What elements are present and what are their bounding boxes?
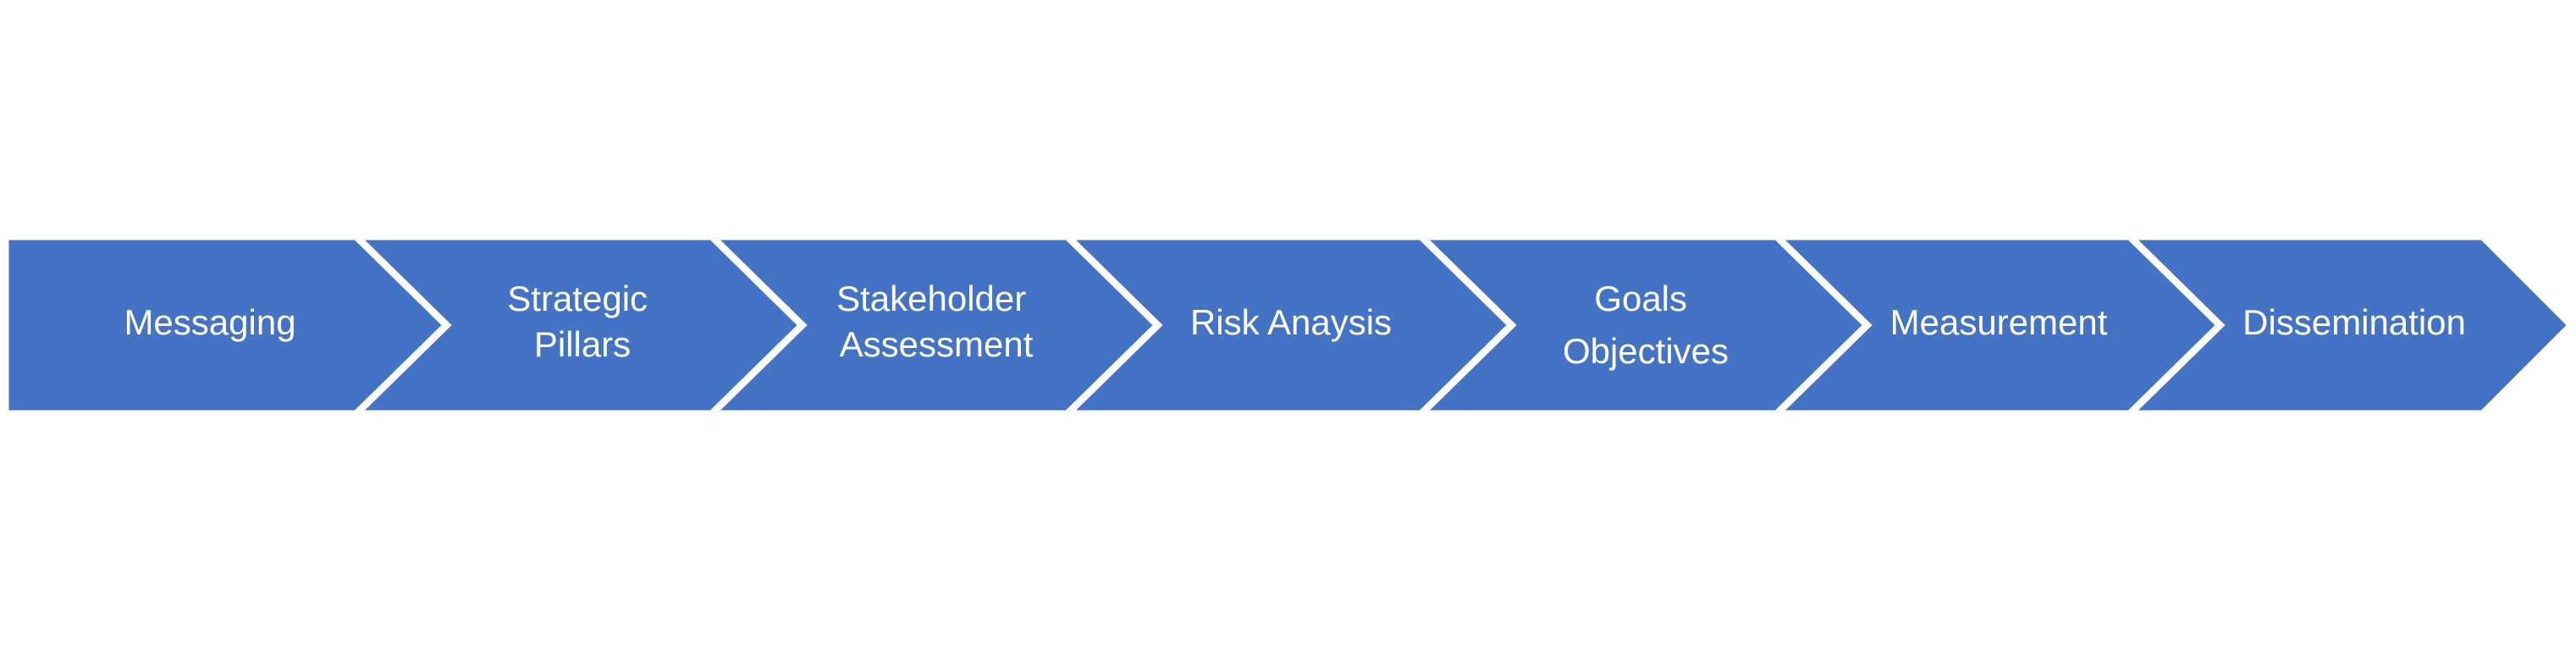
step-stakeholder-assessment: Stakeholder Assessment bbox=[709, 235, 1159, 415]
step-label: Risk Anaysis bbox=[1190, 302, 1392, 342]
step-goals-objectives: Goals Objectives bbox=[1419, 235, 1868, 415]
step-label: Measurement bbox=[1890, 302, 2108, 342]
step-label: Strategic Pillars bbox=[507, 279, 657, 364]
step-label: Stakeholder Assessment bbox=[836, 279, 1036, 364]
step-shape bbox=[709, 235, 1159, 415]
step-label: Goals Objectives bbox=[1563, 279, 1729, 371]
step-shape bbox=[2127, 235, 2573, 415]
step-shape bbox=[1065, 235, 1513, 415]
step-dissemination: Dissemination bbox=[2127, 235, 2573, 415]
step-strategic-pillars: Strategic Pillars bbox=[354, 235, 803, 415]
step-shape bbox=[1419, 235, 1868, 415]
step-shape bbox=[354, 235, 803, 415]
step-label: Messaging bbox=[124, 302, 295, 342]
step-label: Dissemination bbox=[2242, 302, 2466, 342]
step-shape bbox=[4, 235, 448, 415]
step-shape bbox=[1774, 235, 2221, 415]
step-messaging: Messaging bbox=[4, 235, 448, 415]
step-risk-anaysis: Risk Anaysis bbox=[1065, 235, 1513, 415]
step-measurement: Measurement bbox=[1774, 235, 2221, 415]
